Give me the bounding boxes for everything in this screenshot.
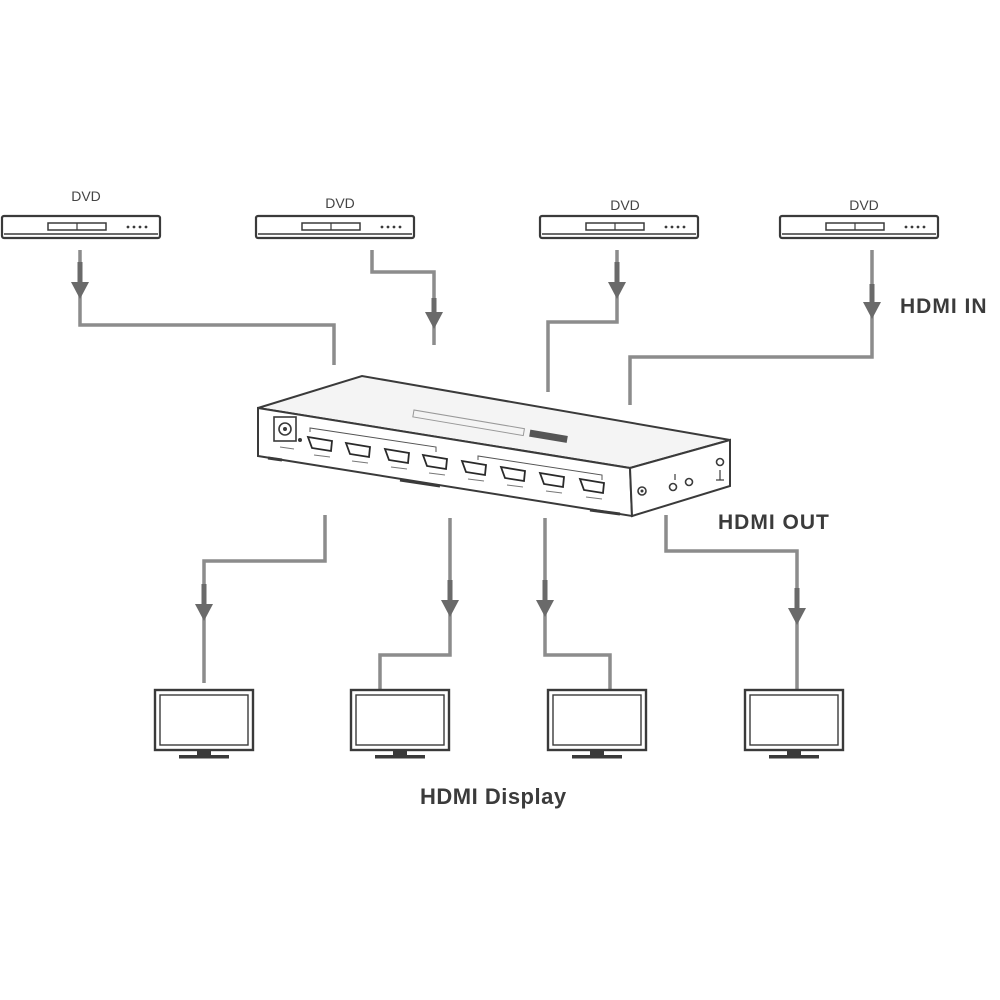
hdmi-out-label: HDMI OUT [718,511,830,534]
dvd-label-1: DVD [71,188,101,204]
hdmi-matrix-switcher [257,374,731,518]
dvd-player-2 [254,214,416,240]
input-arrow-2 [425,312,443,329]
display-monitor-3 [546,688,648,759]
output-arrow-1 [195,604,213,621]
display-monitor-2 [349,688,451,759]
output-arrow-4 [788,608,806,625]
output-cable-4 [664,515,799,690]
dvd-player-3 [538,214,700,240]
dvd-label-2: DVD [325,195,355,211]
display-monitor-1 [153,688,255,759]
input-cable-4 [628,250,874,405]
input-cable-3 [546,250,619,392]
dvd-label-4: DVD [849,197,879,213]
output-cable-2 [378,518,452,690]
input-cable-2 [370,250,436,345]
output-arrow-2 [441,600,459,617]
dvd-player-4 [778,214,940,240]
input-arrow-4 [863,302,881,319]
dvd-label-3: DVD [610,197,640,213]
dvd-player-1 [0,214,162,240]
output-cable-1 [202,515,327,683]
input-arrow-3 [608,282,626,299]
output-cable-3 [543,518,612,690]
output-arrow-3 [536,600,554,617]
input-arrow-1 [71,282,89,299]
input-cable-1 [78,250,336,365]
display-monitor-4 [743,688,845,759]
hdmi-in-label: HDMI IN [900,295,988,318]
hdmi-display-label: HDMI Display [420,784,567,809]
